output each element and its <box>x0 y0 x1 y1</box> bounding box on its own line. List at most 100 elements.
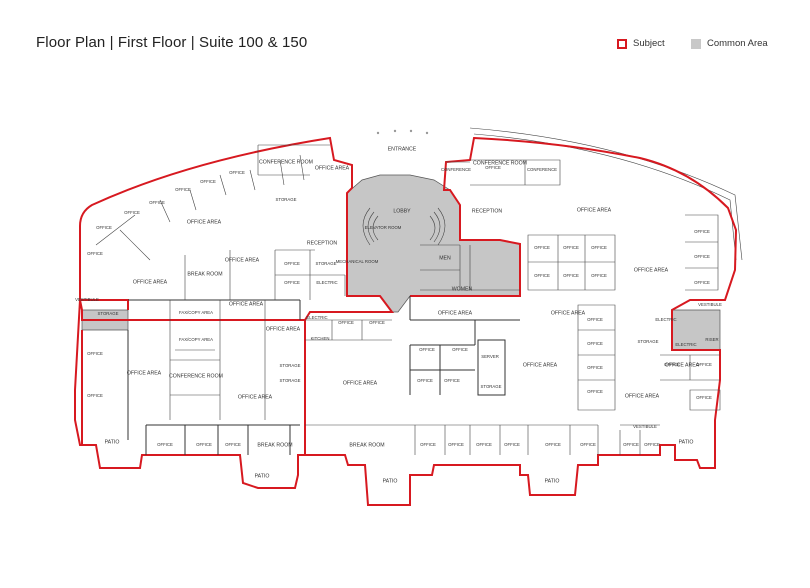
label-electric-4: ELECTRIC <box>655 317 676 322</box>
label-vestibule-3: VESTIBULE <box>633 424 657 429</box>
label-office-26: OFFICE <box>587 341 603 346</box>
label-fax-copy-1: FAX/COPY AREA <box>179 310 213 315</box>
label-office-area-14: OFFICE AREA <box>551 310 586 316</box>
label-office-8: OFFICE <box>284 261 300 266</box>
label-office-35: OFFICE <box>196 442 212 447</box>
label-office-34: OFFICE <box>157 442 173 447</box>
label-office-2: OFFICE <box>96 225 112 230</box>
label-office-area-4: OFFICE AREA <box>133 279 168 285</box>
label-office-area-15: OFFICE AREA <box>625 393 660 399</box>
room-labels: ENTRANCE LOBBY RECEPTION RECEPTION MECHA… <box>75 146 722 484</box>
label-office-area-6: OFFICE AREA <box>229 301 264 307</box>
label-office-44: OFFICE <box>644 442 660 447</box>
label-office-36: OFFICE <box>225 442 241 447</box>
label-office-area-8: OFFICE AREA <box>127 370 162 376</box>
label-storage-5: STORAGE <box>481 384 502 389</box>
label-office-33: OFFICE <box>87 393 103 398</box>
label-office-45: OFFICE <box>485 165 501 170</box>
label-conference-lower-left: CONFERENCE ROOM <box>169 373 223 379</box>
label-office-14: OFFICE <box>417 378 433 383</box>
lobby-stair-right <box>429 207 446 246</box>
label-office-area-12: OFFICE AREA <box>523 362 558 368</box>
label-break-room-3: BREAK ROOM <box>349 442 384 448</box>
label-office-23: OFFICE <box>694 254 710 259</box>
label-kitchen: KITCHEN <box>311 336 330 341</box>
label-office-24: OFFICE <box>694 280 710 285</box>
label-office-16: OFFICE <box>534 245 550 250</box>
label-patio-1: PATIO <box>105 439 120 445</box>
label-storage-7: STORAGE <box>276 197 297 202</box>
label-office-area-2: OFFICE AREA <box>187 219 222 225</box>
label-women: WOMEN <box>452 286 473 292</box>
label-office-39: OFFICE <box>476 442 492 447</box>
label-electric-1: ELECTRIC <box>306 315 327 320</box>
lobby-common-area <box>346 174 521 313</box>
label-office-area-13: OFFICE AREA <box>634 267 669 273</box>
label-office-21: OFFICE <box>591 273 607 278</box>
label-office-area-11: OFFICE AREA <box>438 310 473 316</box>
right-facade-band <box>469 127 743 261</box>
label-storage-4: STORAGE <box>280 378 301 383</box>
label-storage-2: STORAGE <box>316 261 337 266</box>
label-break-room-2: BREAK ROOM <box>257 442 292 448</box>
label-office-area-16: OFFICE AREA <box>665 362 700 368</box>
label-office-area-3: OFFICE AREA <box>577 207 612 213</box>
entrance-canopy <box>376 129 429 135</box>
label-patio-4: PATIO <box>545 478 560 484</box>
label-office-5: OFFICE <box>175 187 191 192</box>
suite-left-inner <box>79 226 129 445</box>
label-office-32: OFFICE <box>87 351 103 356</box>
label-office-15: OFFICE <box>444 378 460 383</box>
label-office-area-9: OFFICE AREA <box>238 394 273 400</box>
label-fax-copy-2: FAX/COPY AREA <box>179 337 213 342</box>
label-office-18: OFFICE <box>591 245 607 250</box>
label-elevator: ELEVATOR ROOM <box>365 225 402 230</box>
label-office-13: OFFICE <box>452 347 468 352</box>
label-office-1: OFFICE <box>87 251 103 256</box>
legend-subject-label: Subject <box>633 38 665 49</box>
label-office-28: OFFICE <box>587 389 603 394</box>
label-office-4: OFFICE <box>149 200 165 205</box>
label-office-7: OFFICE <box>229 170 245 175</box>
label-office-42: OFFICE <box>580 442 596 447</box>
label-reception-right: RECEPTION <box>472 208 503 214</box>
label-office-31: OFFICE <box>696 395 712 400</box>
label-patio-3: PATIO <box>383 478 398 484</box>
label-office-43: OFFICE <box>623 442 639 447</box>
label-office-22: OFFICE <box>694 229 710 234</box>
label-reception-left: RECEPTION <box>307 240 338 246</box>
label-office-10: OFFICE <box>338 320 354 325</box>
label-office-41: OFFICE <box>545 442 561 447</box>
label-office-3: OFFICE <box>124 210 140 215</box>
label-office-6: OFFICE <box>200 179 216 184</box>
label-patio-2: PATIO <box>255 473 270 479</box>
label-office-area-10: OFFICE AREA <box>343 380 378 386</box>
label-office-20: OFFICE <box>563 273 579 278</box>
label-riser: RISER <box>705 337 718 342</box>
label-men: MEN <box>439 255 451 261</box>
label-office-area-5: OFFICE AREA <box>225 257 260 263</box>
legend-subject-swatch <box>617 38 627 49</box>
label-storage-3: STORAGE <box>280 363 301 368</box>
label-conference-top-left: CONFERENCE ROOM <box>259 159 313 165</box>
label-office-30: OFFICE <box>696 362 712 367</box>
label-office-9: OFFICE <box>284 280 300 285</box>
office-labels: OFFICE OFFICE OFFICE OFFICE OFFICE OFFICE OFFI… <box>87 165 712 447</box>
label-break-room-1: BREAK ROOM <box>187 271 222 277</box>
lobby-stair-left <box>362 207 379 246</box>
label-conference-small-right: CONFERENCE <box>527 167 557 172</box>
label-storage-1: STORAGE <box>98 311 119 316</box>
label-electric-3: ELECTRIC <box>675 342 696 347</box>
label-lobby: LOBBY <box>393 208 411 214</box>
label-office-19: OFFICE <box>534 273 550 278</box>
label-office-29: OFFICE <box>664 362 680 367</box>
label-office-40: OFFICE <box>504 442 520 447</box>
label-storage-6: STORAGE <box>638 339 659 344</box>
label-office-27: OFFICE <box>587 365 603 370</box>
label-conference-top-right: CONFERENCE ROOM <box>473 160 527 166</box>
label-office-area-7: OFFICE AREA <box>266 326 301 332</box>
label-office-37: OFFICE <box>420 442 436 447</box>
label-office-25: OFFICE <box>587 317 603 322</box>
label-office-11: OFFICE <box>369 320 385 325</box>
legend-common-swatch <box>691 38 701 49</box>
